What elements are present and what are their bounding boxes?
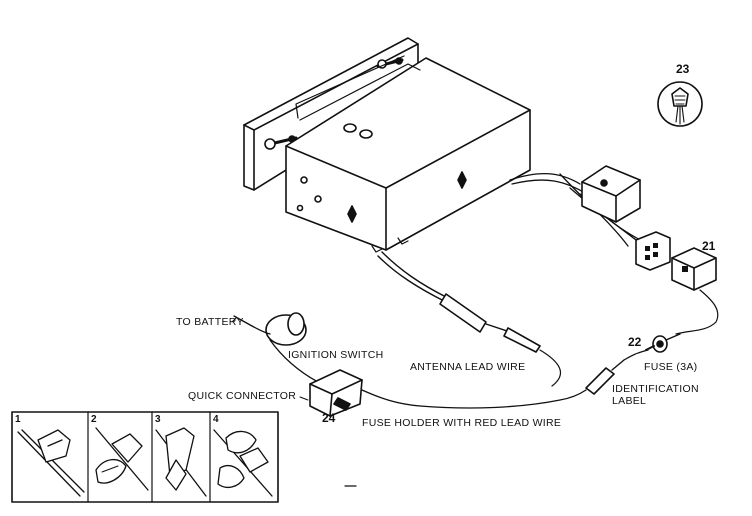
step-3-drawing — [155, 427, 207, 497]
harness-plug — [635, 231, 671, 271]
callout-24: 24 — [322, 411, 336, 425]
callout-22: 22 — [628, 335, 642, 349]
label-antenna-lead-wire: ANTENNA LEAD WIRE — [410, 361, 526, 373]
ignition-switch-plug — [233, 312, 319, 383]
step-4-drawing — [213, 429, 273, 497]
label-fuse: FUSE (3A) — [644, 361, 698, 373]
relay-box — [581, 165, 641, 223]
connector-21 — [671, 247, 719, 335]
antenna-lead-wire — [377, 251, 562, 387]
step-2-drawing — [95, 427, 149, 491]
step-number-1: 1 — [15, 414, 21, 425]
label-to-battery: TO BATTERY — [176, 316, 244, 328]
step-number-4: 4 — [213, 414, 219, 425]
quick-connector-24 — [309, 369, 421, 417]
fuse-holder-lead-wire — [419, 349, 649, 409]
install-steps-inset — [11, 411, 279, 503]
callout-23: 23 — [676, 62, 690, 76]
step-number-3: 3 — [155, 414, 161, 425]
label-ignition-switch: IGNITION SWITCH — [288, 349, 384, 361]
step-1-drawing — [17, 429, 85, 497]
label-identification: IDENTIFICATION — [612, 383, 699, 395]
radio-unit-box — [285, 55, 531, 253]
bulb-23 — [657, 81, 703, 127]
callout-21: 21 — [702, 239, 716, 253]
step-number-2: 2 — [91, 414, 97, 425]
label-fuse-holder: FUSE HOLDER WITH RED LEAD WIRE — [362, 417, 562, 429]
leader-lines — [231, 317, 309, 401]
label-quick-connector: QUICK CONNECTOR — [188, 390, 297, 402]
fuse-22 — [645, 333, 681, 353]
label-label: LABEL — [612, 395, 647, 407]
